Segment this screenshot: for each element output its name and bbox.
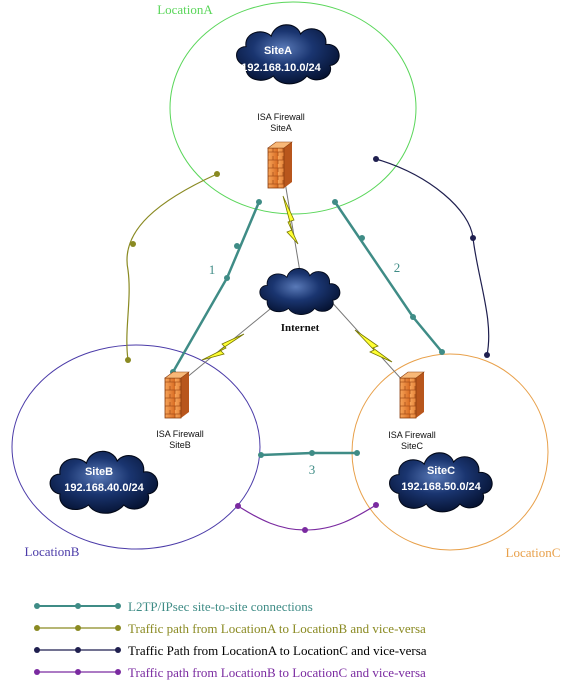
firewall-b-label-line1: ISA Firewall (156, 429, 204, 439)
lightning-icon (282, 195, 299, 245)
firewall-b-icon (164, 371, 190, 419)
legend-item-path-bc: Traffic path from LocationB to LocationC… (34, 665, 426, 680)
path-bc-line-icon (34, 669, 121, 675)
connection-node (234, 243, 240, 249)
internet-label: Internet (281, 322, 320, 334)
internet-link-a (284, 181, 301, 273)
traffic-path-a-b (126, 173, 218, 361)
firewall-a-label-line2: SiteA (270, 123, 292, 133)
legend-item-path-ac: Traffic Path from LocationA to LocationC… (34, 643, 427, 658)
firewall-b-label-line2: SiteB (169, 440, 191, 450)
connection-node (439, 349, 445, 355)
path-bc-node (373, 502, 379, 508)
l2tp-connection-1 (171, 201, 261, 373)
connection-number-1: 1 (209, 262, 216, 277)
legend: L2TP/IPsec site-to-site connections Traf… (34, 599, 427, 680)
location-b-boundary (11, 344, 261, 550)
connection-node (224, 275, 230, 281)
connection-node (354, 450, 360, 456)
traffic-path-a-c (375, 158, 490, 356)
path-ab-node (125, 357, 131, 363)
location-c-boundary (351, 353, 549, 551)
path-ab-node (130, 241, 136, 247)
legend-text-l2tp: L2TP/IPsec site-to-site connections (128, 599, 313, 614)
firewall-c-icon (399, 371, 425, 419)
site-a-subnet: 192.168.10.0/24 (241, 62, 321, 74)
lightning-bolts (201, 195, 393, 363)
legend-item-l2tp: L2TP/IPsec site-to-site connections (34, 599, 313, 614)
site-c-subnet: 192.168.50.0/24 (401, 481, 481, 493)
firewall-a-icon (267, 141, 293, 189)
path-ac-node (373, 156, 379, 162)
firewall-c-label-line1: ISA Firewall (388, 430, 436, 440)
connection-node (410, 314, 416, 320)
location-a-label: LocationA (157, 2, 213, 17)
l2tp-connection-3 (260, 451, 357, 457)
l2tp-connection-2 (333, 201, 443, 353)
connection-node (332, 199, 338, 205)
path-ab-node (214, 171, 220, 177)
l2tp-connection-nodes (170, 199, 445, 458)
site-b-name: SiteB (85, 466, 113, 478)
connection-node (258, 452, 264, 458)
path-ac-line-icon (34, 647, 121, 653)
location-c-label: LocationC (506, 545, 561, 560)
location-a-boundary (169, 1, 417, 215)
traffic-path-b-c (237, 504, 377, 531)
connection-node (309, 450, 315, 456)
path-bc-node (235, 503, 241, 509)
internet-cloud-icon (259, 268, 341, 315)
legend-text-path-bc: Traffic path from LocationB to LocationC… (128, 665, 426, 680)
lightning-icon (354, 329, 393, 363)
l2tp-line-icon (34, 603, 121, 609)
site-a-name: SiteA (264, 45, 292, 57)
connection-node (256, 199, 262, 205)
connection-number-2: 2 (394, 260, 401, 275)
path-ac-node (484, 352, 490, 358)
legend-text-path-ac: Traffic Path from LocationA to LocationC… (128, 643, 427, 658)
firewall-c-label-line2: SiteC (401, 441, 424, 451)
location-b-label: LocationB (25, 544, 80, 559)
connection-number-3: 3 (309, 462, 316, 477)
path-ab-line-icon (34, 625, 121, 631)
legend-item-path-ab: Traffic path from LocationA to LocationB… (34, 621, 426, 636)
site-b-subnet: 192.168.40.0/24 (64, 482, 144, 494)
firewall-a-label-line1: ISA Firewall (257, 112, 305, 122)
path-bc-node (302, 527, 308, 533)
connection-node (359, 235, 365, 241)
path-ac-node (470, 235, 476, 241)
legend-text-path-ab: Traffic path from LocationA to LocationB… (128, 621, 426, 636)
lightning-icon (201, 333, 245, 361)
site-c-name: SiteC (427, 465, 455, 477)
